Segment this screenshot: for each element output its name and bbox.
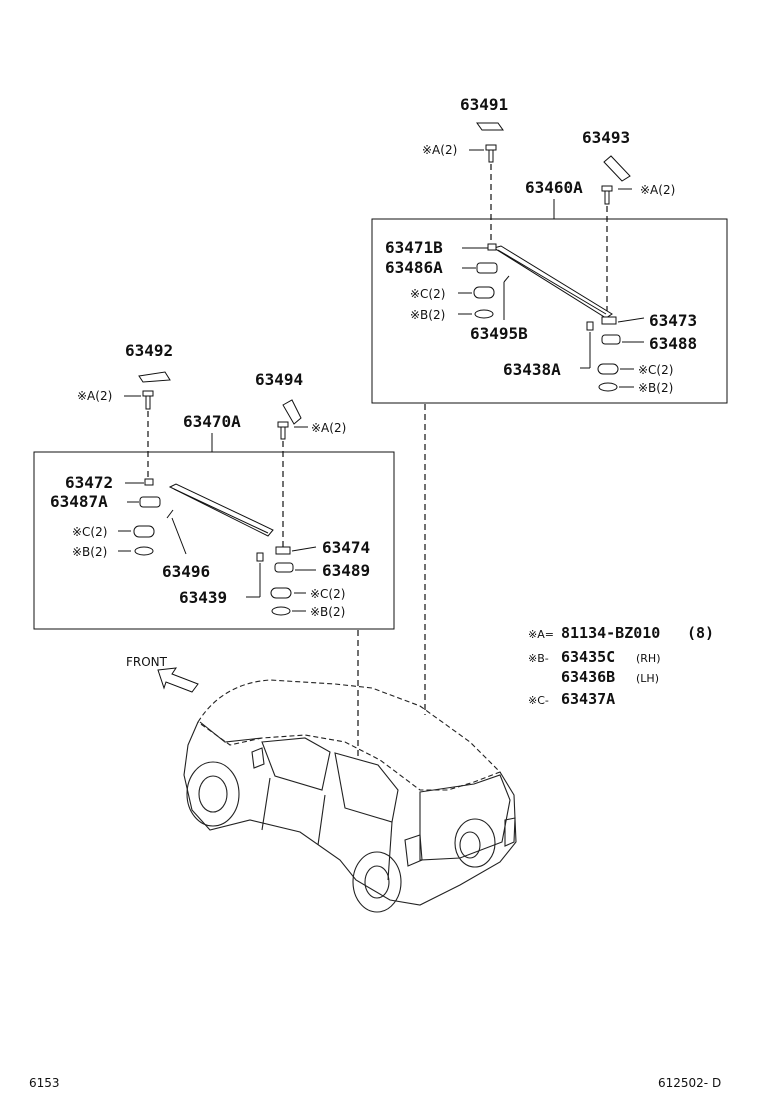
svg-text:63435C: 63435C [561,648,615,666]
svg-text:(LH): (LH) [636,672,659,685]
ref-a2-3: ※A(2) [77,389,112,403]
svg-text:(RH): (RH) [636,652,661,665]
bolt-icon [277,421,289,440]
ref-c2-4: ※C(2) [310,587,345,601]
clip-icon [256,552,264,562]
svg-text:(8): (8) [687,624,714,642]
label-63471B[interactable]: 63471B [385,238,443,257]
cover-63493-icon [603,155,631,182]
clip-icon [166,509,174,519]
label-63495B[interactable]: 63495B [470,324,528,343]
label-63460A[interactable]: 63460A [525,178,583,197]
cover-63491-icon [476,122,504,131]
label-63474[interactable]: 63474 [322,538,370,557]
ref-b2-2: ※B(2) [638,381,673,395]
front-arrow-icon [157,667,199,693]
seal-icon [271,606,291,616]
bolt-icon [601,185,613,205]
label-63486A[interactable]: 63486A [385,258,443,277]
clip-icon [503,275,510,283]
ref-b2-3: ※B(2) [72,545,107,559]
seal-icon [474,309,494,319]
seal-icon [598,382,618,392]
label-63470A[interactable]: 63470A [183,412,241,431]
label-63488[interactable]: 63488 [649,334,697,353]
seal-icon [473,286,495,299]
footer-right: 612502- D [658,1076,721,1090]
ref-a2-1: ※A(2) [422,143,457,157]
clip-icon [586,321,594,331]
label-63493[interactable]: 63493 [582,128,630,147]
ref-b2-4: ※B(2) [310,605,345,619]
pad-63486A-icon [476,262,498,274]
label-63496[interactable]: 63496 [162,562,210,581]
svg-text:※C-: ※C- [528,694,549,707]
legend: ※A= 81134-BZ010 (8) ※B- 63435C (RH) 6343… [528,624,714,708]
label-63438A[interactable]: 63438A [503,360,561,379]
svg-text:※B-: ※B- [528,652,549,665]
seal-icon [270,587,292,599]
seal-icon [133,525,155,538]
footer-left: 6153 [29,1076,60,1090]
label-63492[interactable]: 63492 [125,341,173,360]
svg-text:81134-BZ010: 81134-BZ010 [561,624,660,642]
label-63494[interactable]: 63494 [255,370,303,389]
label-63473[interactable]: 63473 [649,311,697,330]
pad-63488-icon [601,334,621,345]
seal-icon [134,546,154,556]
ref-a2-4: ※A(2) [311,421,346,435]
front-label: FRONT [126,655,168,669]
cover-63492-icon [138,371,171,383]
bolt-icon [485,144,497,163]
svg-text:63437A: 63437A [561,690,615,708]
clip-icon [601,316,617,325]
pad-63489-icon [274,562,294,573]
pad-63487A-icon [139,496,161,508]
right-rail-assembly-box [371,218,728,404]
label-63489[interactable]: 63489 [322,561,370,580]
label-63487A[interactable]: 63487A [50,492,108,511]
ref-a2-2: ※A(2) [640,183,675,197]
label-63439[interactable]: 63439 [179,588,227,607]
seal-icon [597,363,619,375]
car-outline-icon [183,679,517,913]
label-63472[interactable]: 63472 [65,473,113,492]
ref-c2-1: ※C(2) [410,287,445,301]
svg-text:※A=: ※A= [528,628,554,641]
cover-63494-icon [282,399,302,425]
label-63491[interactable]: 63491 [460,95,508,114]
ref-c2-3: ※C(2) [72,525,107,539]
clip-icon [275,546,291,555]
svg-text:63436B: 63436B [561,668,615,686]
bolt-icon [142,390,154,410]
ref-c2-2: ※C(2) [638,363,673,377]
ref-b2-1: ※B(2) [410,308,445,322]
left-rail-assembly-box [33,451,395,630]
